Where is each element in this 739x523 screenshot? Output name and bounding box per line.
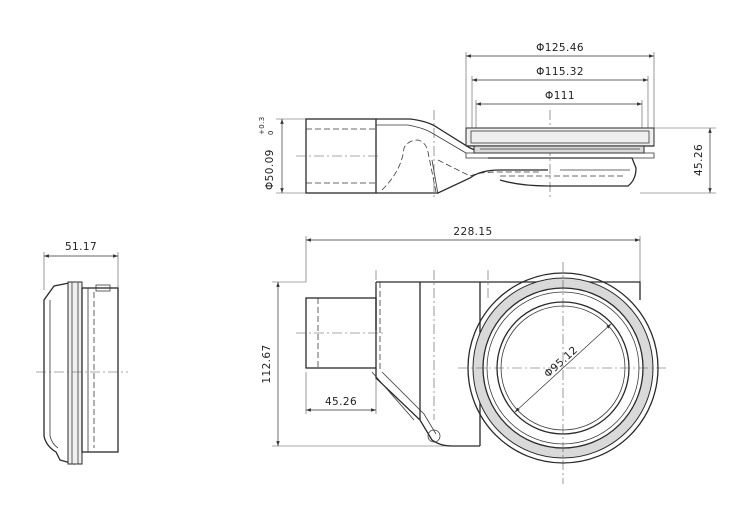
label-outlet-diameter: Φ50.09	[264, 149, 276, 190]
plan-body-outline	[376, 281, 641, 300]
label-outer-diameter: Φ125.46	[536, 42, 584, 54]
end-view-body	[81, 287, 119, 453]
label-outlet-length: 45.26	[325, 396, 357, 408]
end-elevation-view: 51.17	[36, 241, 128, 465]
end-view-rim	[43, 281, 75, 465]
label-inner-diameter: Φ111	[545, 90, 575, 102]
label-overall-length: 228.15	[453, 226, 492, 238]
label-height: 45.26	[693, 144, 705, 176]
dim-line-bowl-diameter	[514, 323, 612, 413]
label-overall-width: 112.67	[261, 344, 273, 383]
label-outlet-tol-lower: 0	[267, 130, 275, 135]
plan-view: Φ95.12 228.15 112.67 45.26	[261, 226, 668, 484]
label-mid-diameter: Φ115.32	[536, 66, 584, 78]
label-outlet-tol-upper: +0.3	[258, 116, 266, 135]
side-elevation-view: Φ125.46 Φ115.32 Φ111 Φ50.09 +0.3 0 45.26	[258, 42, 716, 200]
trap-bowl	[488, 157, 637, 187]
plan-channel	[375, 368, 480, 447]
label-side-width: 51.17	[65, 241, 97, 253]
trap-body-bottom	[376, 169, 548, 194]
